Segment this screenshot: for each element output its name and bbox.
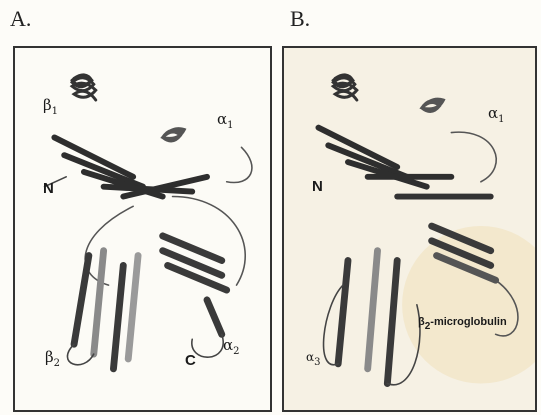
panel-a-frame: β1 α1 N β2 C α2 [13, 46, 272, 412]
panel-b-letter: B. [290, 6, 310, 32]
label-alpha1: α1 [217, 110, 234, 128]
label-beta1: β1 [43, 96, 58, 114]
panel-a-letter: A. [10, 6, 31, 32]
label-c-terminus: C [185, 352, 196, 369]
helix-left [333, 75, 357, 100]
label-alpha1: α1 [488, 104, 505, 122]
label-n-terminus: N [312, 178, 323, 195]
helix-right [422, 99, 444, 111]
label-beta2: β2 [45, 348, 60, 366]
panel-b-frame: α1 N β2-microglobulin α3 [282, 46, 537, 412]
label-b2-microglobulin: β2-microglobulin [418, 316, 507, 328]
beta-sheet-platform [318, 128, 451, 187]
label-n-terminus: N [43, 180, 54, 197]
alpha2-domain [163, 236, 227, 334]
panel-b-ribbon-diagram [284, 48, 535, 410]
beta-sheet-platform [54, 137, 207, 196]
beta2-domain [74, 251, 138, 369]
label-alpha2: α2 [223, 336, 240, 354]
helix-left [72, 75, 96, 100]
label-alpha3: α3 [306, 350, 320, 364]
alpha3-domain [338, 251, 397, 384]
helix-right [163, 129, 185, 141]
